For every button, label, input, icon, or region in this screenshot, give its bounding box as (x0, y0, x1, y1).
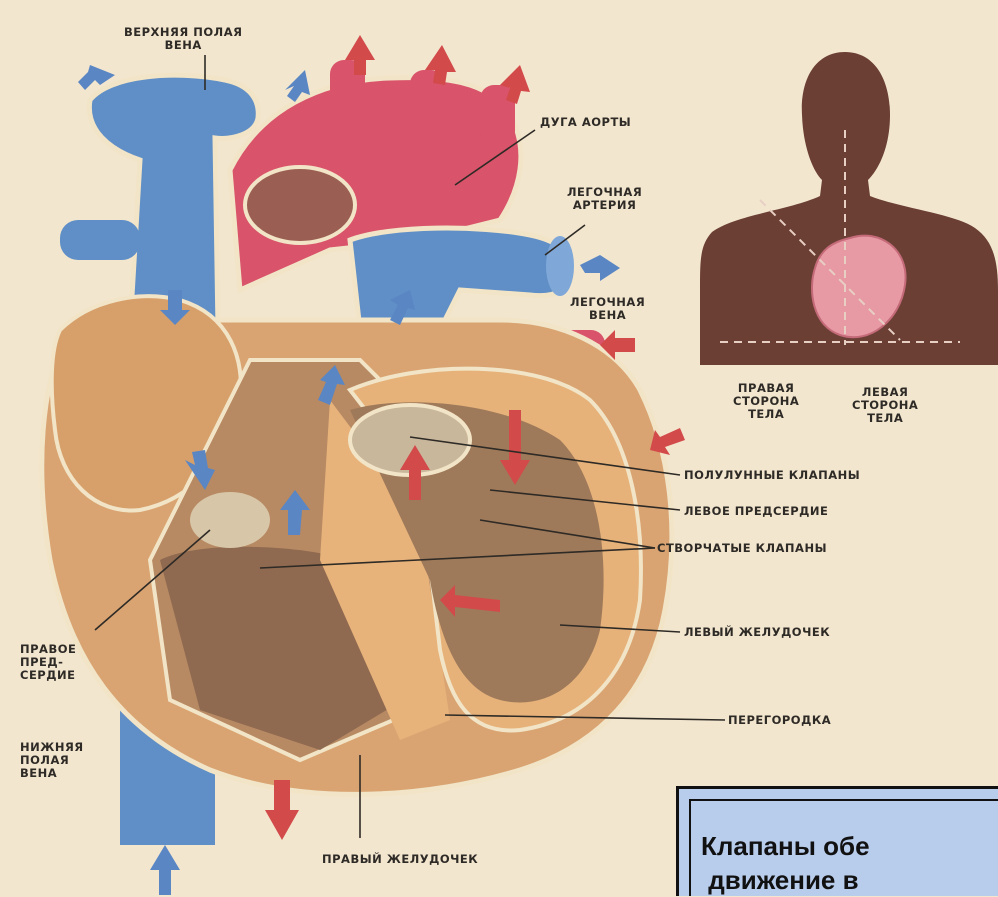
arrow-in-ivc (150, 845, 180, 895)
label-left-side-body: ЛЕВАЯ СТОРОНА ТЕЛА (852, 386, 918, 425)
superior-vena-cava (60, 75, 258, 330)
label-right-side-body: ПРАВАЯ СТОРОНА ТЕЛА (733, 382, 799, 421)
label-cusp-valves: СТВОРЧАТЫЕ КЛАПАНЫ (657, 542, 827, 555)
label-superior-vena-cava: ВЕРХНЯЯ ПОЛАЯ ВЕНА (124, 26, 242, 52)
label-semilunar-valves: ПОЛУЛУННЫЕ КЛАПАНЫ (684, 469, 860, 482)
label-left-ventricle: ЛЕВЫЙ ЖЕЛУДОЧЕК (684, 626, 830, 639)
pulmonary-artery (350, 228, 574, 330)
heart-body (42, 296, 672, 794)
label-aortic-arch: ДУГА АОРТЫ (540, 116, 631, 129)
arrow-in-pv2 (650, 428, 685, 455)
label-pulmonary-artery: ЛЕГОЧНАЯ АРТЕРИЯ (567, 186, 642, 212)
arrow-out-pa (580, 255, 620, 281)
body-silhouette (700, 52, 998, 365)
label-left-atrium: ЛЕВОЕ ПРЕДСЕРДИЕ (684, 505, 828, 518)
label-septum: ПЕРЕГОРОДКА (728, 714, 831, 727)
label-inferior-vena-cava: НИЖНЯЯ ПОЛАЯ ВЕНА (20, 741, 84, 780)
callout-box: Клапаны обе движение в (676, 786, 998, 896)
label-right-atrium: ПРАВОЕ ПРЕД- СЕРДИЕ (20, 643, 76, 682)
callout-text: Клапаны обе движение в (701, 829, 870, 897)
label-pulmonary-vein: ЛЕГОЧНАЯ ВЕНА (570, 296, 645, 322)
right-atrium-cavity (190, 492, 270, 548)
label-right-ventricle: ПРАВЫЙ ЖЕЛУДОЧЕК (322, 853, 478, 866)
